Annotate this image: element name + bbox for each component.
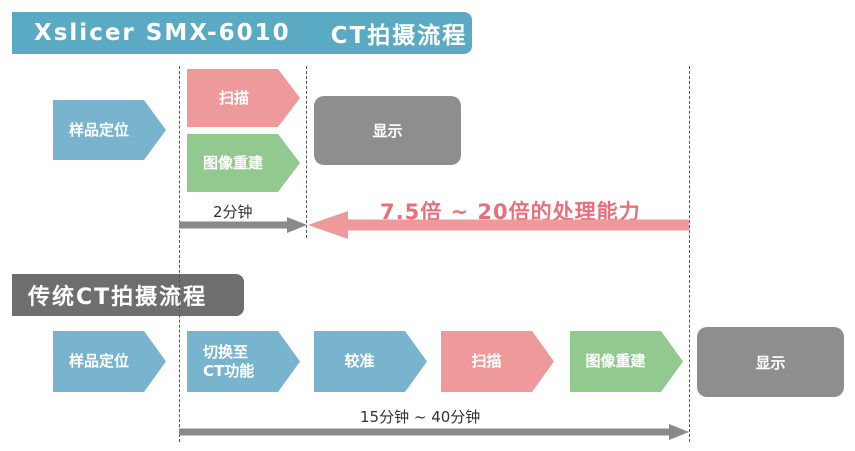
xslicer-timeline-arrow bbox=[179, 217, 307, 233]
xslicer-time-label: 2分钟 bbox=[213, 203, 253, 221]
traditional-step-reconstruct: 图像重建 bbox=[570, 331, 683, 392]
traditional-step-switch: 切换至 CT功能 bbox=[187, 331, 300, 392]
traditional-step-scan: 扫描 bbox=[441, 331, 554, 392]
xslicer-step-scan-label: 扫描 bbox=[219, 88, 250, 107]
traditional-flow-title: 传统CT拍摄流程 bbox=[12, 274, 244, 316]
speedup-arrow-head bbox=[308, 211, 348, 239]
traditional-time-label: 15分钟 ~ 40分钟 bbox=[360, 408, 481, 426]
speedup-arrow bbox=[308, 211, 689, 239]
xslicer-title-model: Xslicer SMX-6010 bbox=[34, 20, 291, 46]
xslicer-step-reconstruct-label: 图像重建 bbox=[203, 153, 264, 172]
xslicer-step-display: 显示 bbox=[314, 96, 461, 165]
xslicer-step-display-label: 显示 bbox=[372, 122, 403, 140]
traditional-step-display: 显示 bbox=[697, 327, 844, 397]
traditional-step-reconstruct-label: 图像重建 bbox=[585, 352, 646, 370]
traditional-step-switch-line1: 切换至 bbox=[203, 342, 249, 361]
traditional-step-calibrate-label: 较准 bbox=[344, 352, 375, 370]
xslicer-title-suffix: CT拍摄流程 bbox=[330, 23, 468, 49]
traditional-title-text: 传统CT拍摄流程 bbox=[28, 285, 208, 310]
traditional-timeline-arrow bbox=[179, 424, 689, 440]
traditional-timeline-head bbox=[669, 424, 689, 440]
xslicer-timeline-head bbox=[287, 217, 307, 233]
xslicer-flow-title: Xslicer SMX-6010 CT拍摄流程 bbox=[12, 12, 472, 54]
guide-line-xslicer-end bbox=[306, 66, 307, 238]
xslicer-step-scan: 扫描 bbox=[187, 69, 300, 127]
xslicer-step-positioning-label: 样品定位 bbox=[69, 120, 130, 139]
guide-line-traditional-end bbox=[689, 66, 690, 442]
traditional-step-calibrate: 较准 bbox=[314, 331, 427, 392]
traditional-step-scan-label: 扫描 bbox=[471, 352, 502, 370]
traditional-step-positioning: 样品定位 bbox=[53, 331, 166, 392]
guide-line-start bbox=[179, 66, 180, 442]
xslicer-step-positioning: 样品定位 bbox=[53, 100, 166, 160]
traditional-step-switch-line2: CT功能 bbox=[203, 361, 255, 380]
xslicer-step-reconstruct: 图像重建 bbox=[187, 134, 300, 192]
traditional-step-positioning-label: 样品定位 bbox=[69, 352, 130, 370]
traditional-step-display-label: 显示 bbox=[755, 353, 786, 372]
